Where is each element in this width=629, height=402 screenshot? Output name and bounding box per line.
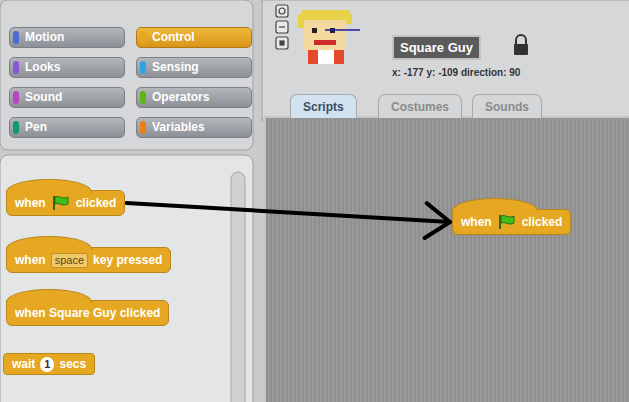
category-button: Looks xyxy=(9,57,125,78)
block-text: clicked xyxy=(76,196,117,210)
hat-block: when Square Guy clicked xyxy=(6,300,169,326)
hat-block-cap xyxy=(6,236,92,250)
block-text: Pen xyxy=(25,120,47,134)
block-text: secs xyxy=(59,357,86,371)
category-button: Motion xyxy=(9,27,125,48)
key-dropdown: space xyxy=(51,253,88,268)
tab: Scripts xyxy=(290,94,357,118)
hat-block: when space key pressed xyxy=(6,247,171,273)
hat-block: when clicked xyxy=(6,190,125,216)
category-button: Operators xyxy=(136,87,252,108)
block-text: Scripts xyxy=(303,100,344,114)
block-text: clicked xyxy=(522,215,563,229)
hat-block-cap xyxy=(6,289,92,303)
sprite-name-field: Square Guy xyxy=(392,35,481,60)
script-area xyxy=(265,117,629,402)
category-button: Control xyxy=(136,27,252,48)
category-button: Sensing xyxy=(136,57,252,78)
block-text: when xyxy=(461,215,492,229)
category-color-stripe xyxy=(13,91,19,104)
category-color-stripe xyxy=(140,31,146,44)
category-button: Sound xyxy=(9,87,125,108)
block-text: Looks xyxy=(25,60,60,74)
block-text: when xyxy=(15,253,46,267)
category-color-stripe xyxy=(140,91,146,104)
category-panel xyxy=(0,0,253,150)
tab: Costumes xyxy=(378,94,462,118)
command-block: wait 1 secs xyxy=(3,353,95,375)
block-text: space xyxy=(55,253,84,267)
hat-block: when clicked xyxy=(452,209,571,235)
category-button: Pen xyxy=(9,117,125,138)
arrowhead xyxy=(425,203,450,238)
category-color-stripe xyxy=(140,61,146,74)
block-text: Sounds xyxy=(485,100,529,114)
category-button: Variables xyxy=(136,117,252,138)
category-color-stripe xyxy=(13,61,19,74)
block-text: Costumes xyxy=(391,100,449,114)
block-text: Sound xyxy=(25,90,62,104)
lock-icon xyxy=(514,35,528,55)
hat-block-cap xyxy=(6,179,92,193)
hand-drawn-arrow xyxy=(126,203,450,238)
sprite-coordinates: x: -177 y: -109 direction: 90 xyxy=(392,67,520,78)
category-color-stripe xyxy=(140,121,146,134)
block-text: when xyxy=(15,196,46,210)
block-text: 1 xyxy=(44,358,50,370)
block-text: Operators xyxy=(152,90,209,104)
green-flag-icon xyxy=(497,214,517,230)
block-text: Motion xyxy=(25,30,64,44)
block-text: wait xyxy=(12,357,35,371)
category-color-stripe xyxy=(13,121,19,134)
block-palette xyxy=(0,155,253,402)
hat-block-cap xyxy=(452,198,538,212)
tab: Sounds xyxy=(472,94,542,118)
rotation-icons xyxy=(276,5,288,49)
block-text: Square Guy xyxy=(400,40,473,55)
sprite-header xyxy=(262,0,629,120)
category-color-stripe xyxy=(13,31,19,44)
block-text: when Square Guy clicked xyxy=(15,306,160,320)
scrollbar xyxy=(231,172,245,402)
block-text: Control xyxy=(152,30,195,44)
sprite-thumbnail xyxy=(298,10,360,64)
green-flag-icon xyxy=(51,195,71,211)
block-text: Variables xyxy=(152,120,205,134)
block-text: Sensing xyxy=(152,60,199,74)
number-input: 1 xyxy=(40,357,54,372)
block-text: key pressed xyxy=(93,253,162,267)
